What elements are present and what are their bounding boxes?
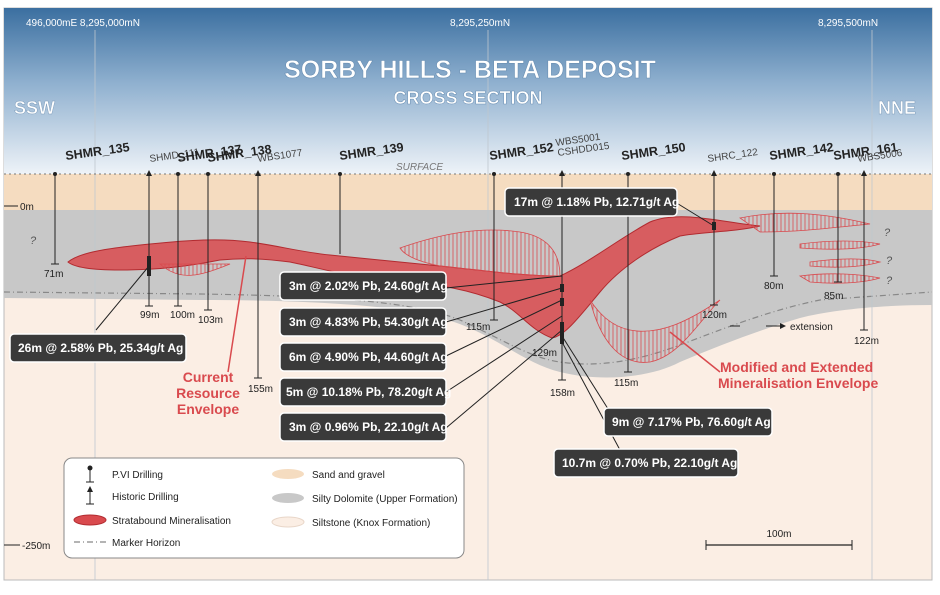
intercept-6m: 6m @ 4.90% Pb, 44.60g/t Ag xyxy=(279,342,448,372)
extension-label: extension xyxy=(790,322,833,333)
hatched-envelope-5 xyxy=(799,240,881,250)
hole-shmr-161 xyxy=(834,172,842,283)
svg-text:155m: 155m xyxy=(248,384,273,395)
svg-text:26m @ 2.58% Pb, 25.34g/t Ag: 26m @ 2.58% Pb, 25.34g/t Ag xyxy=(18,341,183,355)
direction-right: NNE xyxy=(878,98,916,118)
current-envelope-label: Current Resource Envelope xyxy=(176,369,240,417)
intercept-10-7m: 10.7m @ 0.70% Pb, 22.10g/t Ag xyxy=(553,448,739,478)
main-title: SORBY HILLS - BETA DEPOSIT xyxy=(284,56,656,84)
drill-holes xyxy=(51,170,868,381)
question-marks: ? ? ? ? xyxy=(30,227,893,287)
svg-text:Mineralisation Envelope: Mineralisation Envelope xyxy=(718,375,878,391)
legend-marker-horizon: Marker Horizon xyxy=(112,538,180,549)
intercept-3m-0-96: 3m @ 0.96% Pb, 22.10g/t Ag xyxy=(279,412,448,442)
svg-text:10.7m @ 0.70% Pb, 22.10g/t Ag: 10.7m @ 0.70% Pb, 22.10g/t Ag xyxy=(562,456,737,470)
svg-text:Modified and Extended: Modified and Extended xyxy=(720,359,873,375)
coord-left: 496,000mE 8,295,000mN xyxy=(26,18,140,29)
svg-text:99m: 99m xyxy=(140,310,159,321)
svg-text:120m: 120m xyxy=(702,310,727,321)
depth-labels: 71m 99m 100m 103m 155m 115m 129m 115m 12… xyxy=(44,269,879,399)
legend: P.VI Drilling Historic Drilling Stratabo… xyxy=(63,457,465,559)
legend-sand: Sand and gravel xyxy=(312,470,385,481)
svg-text:115m: 115m xyxy=(614,378,638,389)
modified-envelope-label: Modified and Extended Mineralisation Env… xyxy=(718,359,878,391)
legend-pvi-drilling-icon xyxy=(86,465,94,483)
hatched-envelope-6 xyxy=(809,258,882,268)
svg-text:100m: 100m xyxy=(170,310,195,321)
elevation-0m: 0m xyxy=(20,202,34,213)
svg-text:122m: 122m xyxy=(854,336,879,347)
svg-text:6m @ 4.90% Pb, 44.60g/t Ag: 6m @ 4.90% Pb, 44.60g/t Ag xyxy=(289,350,448,364)
hole-wbs1077 xyxy=(254,170,262,379)
surface-label: SURFACE xyxy=(396,162,443,173)
subtitle: CROSS SECTION xyxy=(393,88,542,108)
hole-wbs5006 xyxy=(860,170,868,331)
hole-shmr-138 xyxy=(204,172,212,311)
depth-158m: 158m xyxy=(550,388,575,399)
coord-center: 8,295,250mN xyxy=(450,18,510,29)
hole-shmr-135 xyxy=(51,172,59,265)
intercept-5m: 5m @ 10.18% Pb, 78.20g/t Ag xyxy=(279,377,451,407)
hole-shmr-139 xyxy=(338,172,342,254)
svg-text:5m @ 10.18% Pb, 78.20g/t Ag: 5m @ 10.18% Pb, 78.20g/t Ag xyxy=(286,385,451,399)
svg-text:?: ? xyxy=(886,275,893,287)
legend-pvi-drilling: P.VI Drilling xyxy=(112,470,163,481)
scale-bar: 100m xyxy=(705,529,853,550)
svg-text:9m @ 7.17% Pb, 76.60g/t Ag: 9m @ 7.17% Pb, 76.60g/t Ag xyxy=(612,415,771,429)
hatched-envelope-7 xyxy=(798,273,881,284)
svg-text:17m @ 1.18% Pb, 12.71g/t Ag: 17m @ 1.18% Pb, 12.71g/t Ag xyxy=(514,195,679,209)
legend-dolomite-swatch xyxy=(272,493,304,503)
intercept-17m: 17m @ 1.18% Pb, 12.71g/t Ag xyxy=(504,187,679,217)
intercept-26m: 26m @ 2.58% Pb, 25.34g/t Ag xyxy=(9,333,187,363)
hole-shmr-137 xyxy=(174,172,182,307)
hatched-envelope-3 xyxy=(589,299,721,363)
legend-dolomite: Silty Dolomite (Upper Formation) xyxy=(312,494,458,505)
legend-stratabound: Stratabound Mineralisation xyxy=(112,516,231,527)
svg-text:?: ? xyxy=(884,227,891,239)
svg-text:3m @ 2.02% Pb, 24.60g/t Ag: 3m @ 2.02% Pb, 24.60g/t Ag xyxy=(289,279,448,293)
sky-band xyxy=(4,8,932,174)
legend-historic-drilling: Historic Drilling xyxy=(112,492,179,503)
hole-shmr-152 xyxy=(490,172,498,321)
svg-text:Resource: Resource xyxy=(176,385,240,401)
svg-text:85m: 85m xyxy=(824,291,843,302)
intercept-3m-4-83: 3m @ 4.83% Pb, 54.30g/t Ag xyxy=(279,307,448,337)
scale-label: 100m xyxy=(766,529,791,540)
hole-shmr-142 xyxy=(770,172,778,277)
svg-text:115m: 115m xyxy=(466,322,490,333)
coord-right: 8,295,500mN xyxy=(818,18,878,29)
legend-siltstone-swatch xyxy=(271,516,305,528)
svg-text:71m: 71m xyxy=(44,269,63,280)
svg-text:Current: Current xyxy=(183,369,234,385)
legend-stratabound-swatch xyxy=(73,514,107,526)
intercept-boxes: 17m @ 1.18% Pb, 12.71g/t Ag 3m @ 2.02% P… xyxy=(9,187,773,478)
elevation-250m: -250m xyxy=(22,541,50,552)
svg-text:?: ? xyxy=(886,255,893,267)
legend-siltstone: Siltstone (Knox Formation) xyxy=(312,518,430,529)
legend-historic-drilling-icon xyxy=(86,486,94,505)
svg-text:Envelope: Envelope xyxy=(177,401,239,417)
svg-text:3m @ 0.96% Pb, 22.10g/t Ag: 3m @ 0.96% Pb, 22.10g/t Ag xyxy=(289,420,448,434)
direction-left: SSW xyxy=(14,98,55,118)
legend-sand-swatch xyxy=(272,469,304,479)
svg-text:3m @ 4.83% Pb, 54.30g/t Ag: 3m @ 4.83% Pb, 54.30g/t Ag xyxy=(289,315,448,329)
svg-text:?: ? xyxy=(30,235,37,247)
sand-layer xyxy=(4,174,932,216)
svg-text:129m: 129m xyxy=(532,348,557,359)
modified-envelope-pointer xyxy=(669,331,721,373)
intercept-9m: 9m @ 7.17% Pb, 76.60g/t Ag xyxy=(603,407,773,437)
svg-text:80m: 80m xyxy=(764,281,783,292)
svg-text:103m: 103m xyxy=(198,315,223,326)
intercept-3m-2-02: 3m @ 2.02% Pb, 24.60g/t Ag xyxy=(279,271,448,301)
current-envelope-pointer xyxy=(227,255,247,373)
